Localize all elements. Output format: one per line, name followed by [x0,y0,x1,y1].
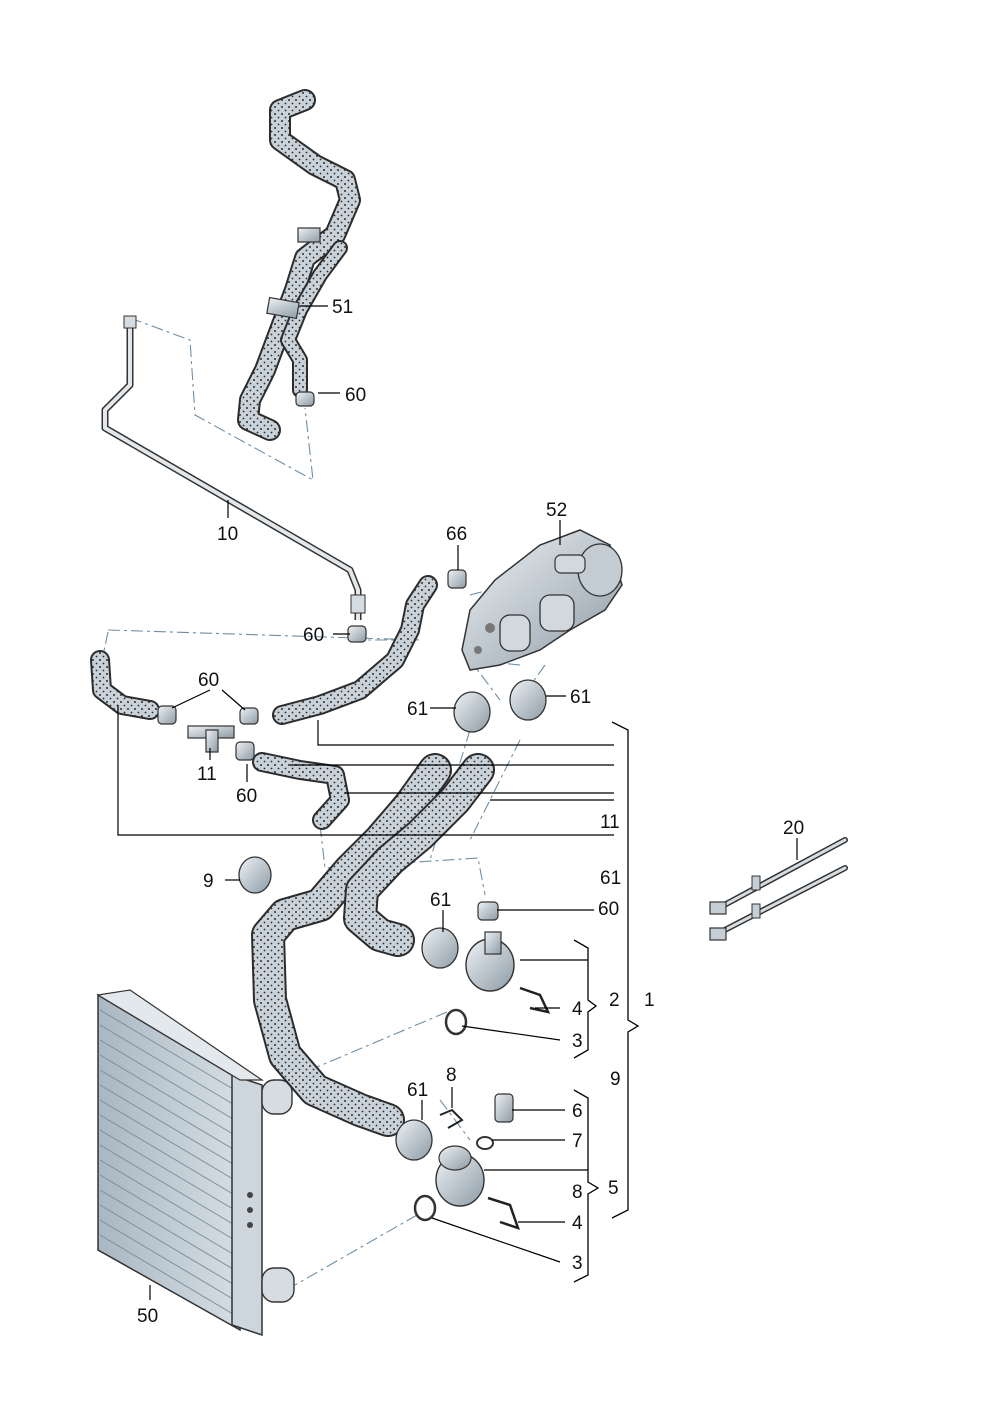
connector-assembly-2 [444,931,551,1036]
callout-label: 61 [407,699,428,720]
callout-label: 8 [572,1182,583,1203]
callout-label: 3 [572,1253,583,1274]
callout-label: 61 [570,687,591,708]
hose-upper-right [272,575,438,725]
callout-label: 50 [137,1306,158,1327]
callout-label: 11 [197,764,217,785]
callout-label: 60 [303,625,324,646]
callout-label: 3 [572,1031,583,1052]
callout-label: 61 [407,1080,428,1101]
callout-label: 9 [203,871,214,892]
callout-label: 20 [783,818,804,839]
callout-label: 9 [610,1069,621,1090]
thermostat-housing-52 [461,529,623,671]
callout-label: 52 [546,500,567,521]
callout-label: 66 [446,524,467,545]
hose-left [90,650,160,720]
leader-lines [117,305,798,1300]
callout-label: 4 [572,1213,583,1234]
callout-label: 60 [236,786,257,807]
hose-lower-short [252,752,350,830]
callout-label: 6 [572,1101,583,1122]
callout-label: 60 [345,385,366,406]
callout-label: 2 [609,990,620,1011]
callout-label: 11 [600,812,620,833]
callout-label: 10 [217,524,238,545]
callout-label: 5 [608,1178,619,1199]
callout-label: 4 [572,999,583,1020]
pipe-10 [101,315,366,620]
callout-label: 60 [598,899,619,920]
callout-label: 7 [572,1131,583,1152]
callout-label: 51 [332,297,353,318]
t-piece-11 [187,725,235,753]
clamps [157,391,547,1161]
callout-label: 61 [600,868,621,889]
radiator [96,989,295,1337]
connector-assembly-5 [413,1093,521,1230]
braces [573,721,640,1283]
callout-label: 8 [446,1065,457,1086]
hose-51 [237,89,361,441]
callout-label: 61 [430,890,451,911]
cable-ties-20 [709,837,848,941]
callout-labels: 51 60 10 52 66 60 60 61 61 11 60 11 20 9… [137,297,804,1327]
callout-label: 60 [198,670,219,691]
callout-label: 1 [644,990,655,1011]
main-hoses [251,753,495,1137]
